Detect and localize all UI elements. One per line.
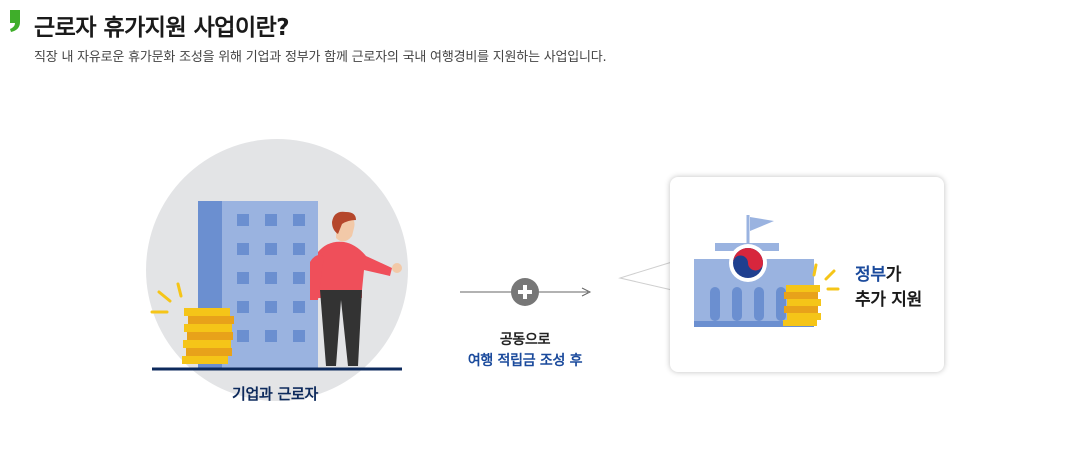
- government-support-label: 정부가 추가 지원: [855, 263, 922, 313]
- government-line2: 추가 지원: [855, 288, 922, 313]
- government-line1: 정부가: [855, 263, 922, 288]
- bubble-tail: [620, 262, 672, 290]
- joint-fund-line2: 여행 적립금 조성 후: [440, 351, 610, 372]
- government-highlight: 정부: [855, 265, 886, 285]
- flag-icon: [748, 215, 774, 247]
- joint-fund-label: 공동으로 여행 적립금 조성 후: [440, 330, 610, 372]
- company-worker-label: 기업과 근로자: [200, 383, 350, 404]
- plus-icon: [511, 278, 539, 306]
- taegeuk-emblem-icon: [729, 244, 767, 282]
- joint-fund-line1: 공동으로: [440, 330, 610, 351]
- government-suffix: 가: [886, 265, 901, 285]
